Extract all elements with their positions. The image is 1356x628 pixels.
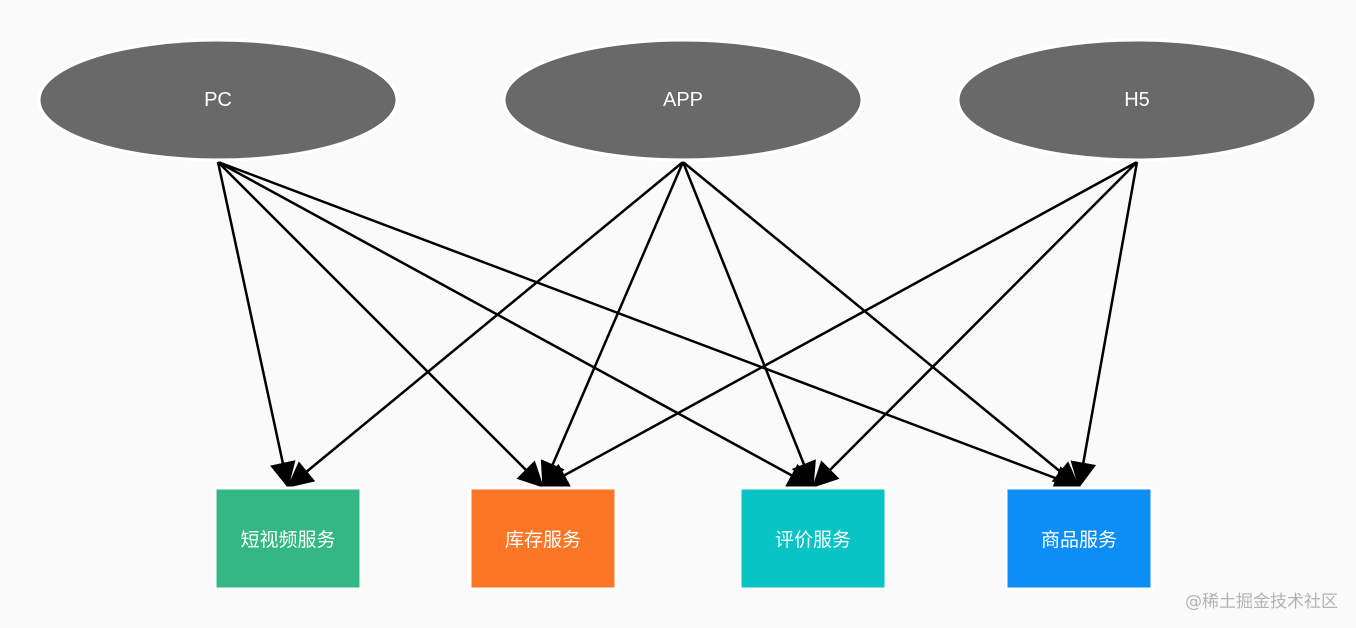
edge-app-to-product <box>682 161 1081 488</box>
service-label: 评价服务 <box>775 529 851 551</box>
edge-h5-to-review <box>812 161 1138 488</box>
edges-layer <box>216 160 1139 491</box>
client-node-pc: PC <box>37 38 399 162</box>
edge-pc-to-short-video <box>216 161 296 489</box>
service-label: 商品服务 <box>1041 529 1117 551</box>
client-label: PC <box>204 89 232 111</box>
edge-app-to-inventory <box>540 161 685 489</box>
service-box <box>1004 486 1154 591</box>
edge-pc-to-review <box>217 160 815 489</box>
edge-pc-to-product <box>217 160 1081 491</box>
edge-pc-to-inventory <box>217 161 544 488</box>
edge-app-to-short-video <box>286 161 684 488</box>
client-ellipse <box>37 38 399 162</box>
service-box <box>213 486 363 591</box>
client-node-app: APP <box>502 38 864 162</box>
service-node-review: 评价服务 <box>738 486 888 591</box>
service-node-inventory: 库存服务 <box>468 486 618 591</box>
service-node-product: 商品服务 <box>1004 486 1154 591</box>
edge-h5-to-product <box>1070 161 1139 489</box>
edge-h5-to-inventory <box>541 160 1138 489</box>
client-node-h5: H5 <box>956 38 1318 162</box>
edge-app-to-review <box>681 161 816 489</box>
client-label: H5 <box>1124 89 1150 111</box>
client-ellipse <box>502 38 864 162</box>
watermark: @稀土掘金技术社区 <box>1185 592 1338 612</box>
service-node-short-video: 短视频服务 <box>213 486 363 591</box>
service-box <box>738 486 888 591</box>
service-label: 短视频服务 <box>240 529 335 551</box>
client-ellipse <box>956 38 1318 162</box>
client-label: APP <box>663 89 703 111</box>
service-box <box>468 486 618 591</box>
service-label: 库存服务 <box>505 529 581 551</box>
